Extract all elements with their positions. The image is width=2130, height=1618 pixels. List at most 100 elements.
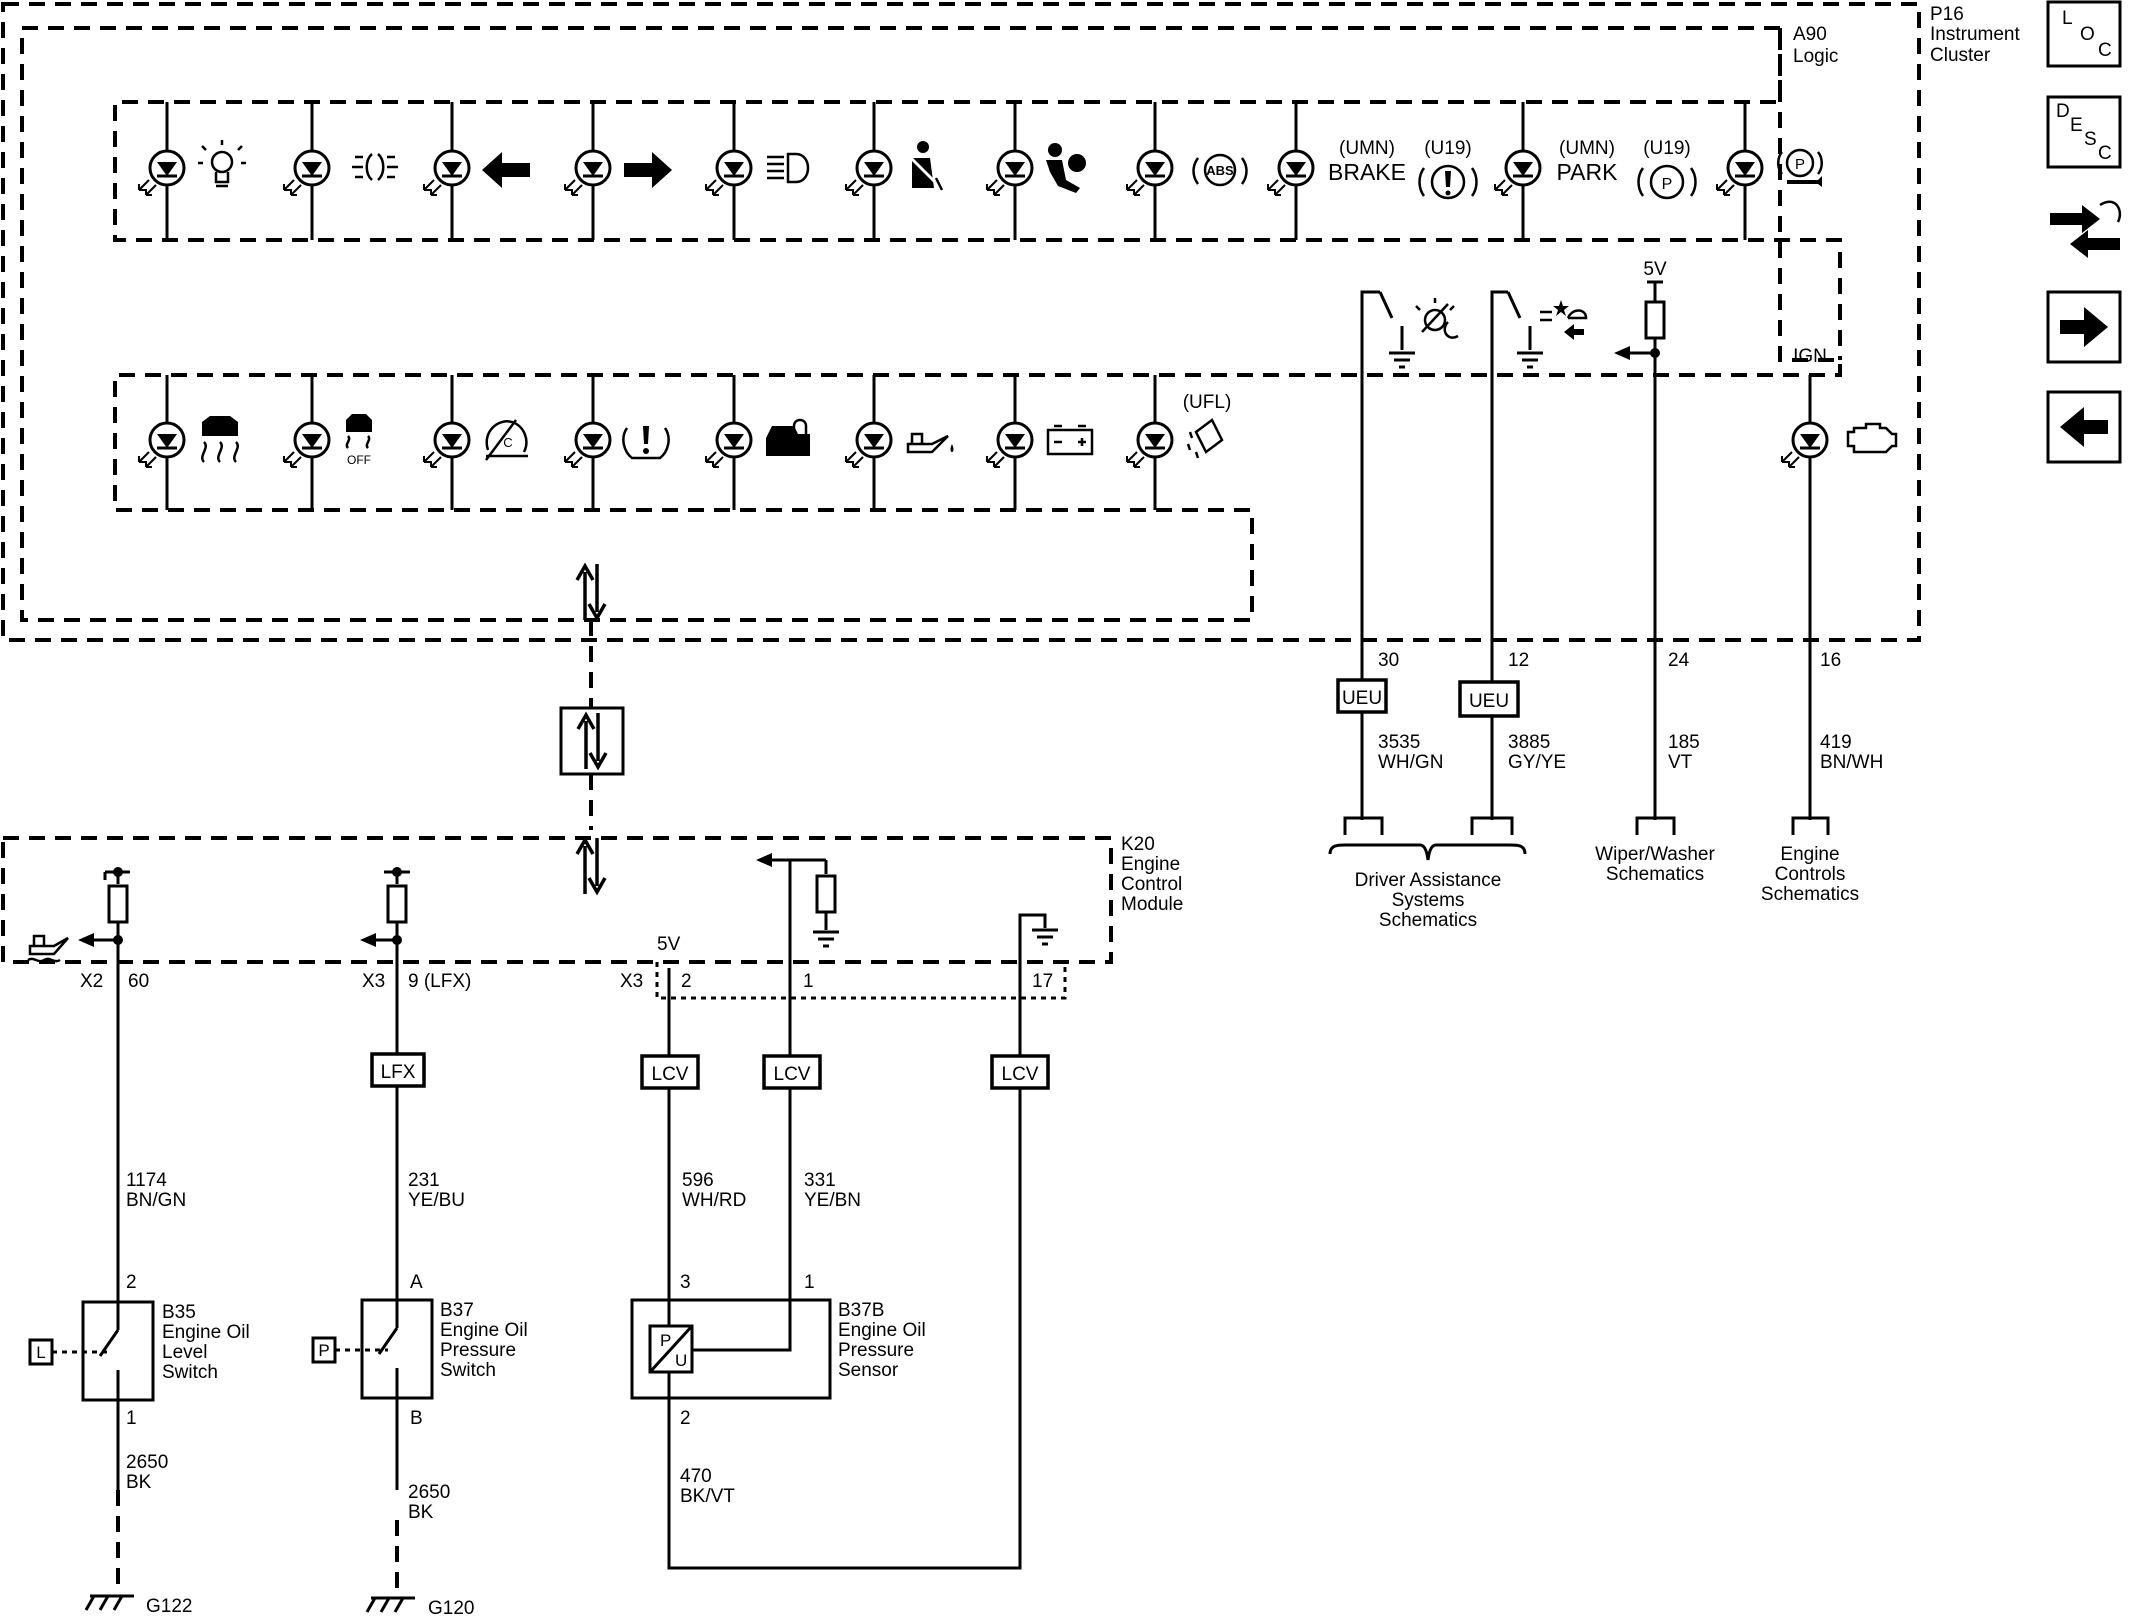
svg-text:ABS: ABS: [1206, 163, 1234, 178]
lane-departure-icon: [1540, 300, 1588, 340]
ecm-pin-1: 1: [803, 971, 814, 992]
ecm-pin-60: 60: [128, 971, 149, 992]
svg-text:G122: G122: [146, 1596, 192, 1617]
wire-231-color: YE/BU: [408, 1190, 465, 1211]
driver-assistance-schematics-link[interactable]: Driver Assistance Systems Schematics: [1355, 870, 1502, 931]
svg-text:LCV: LCV: [1002, 1064, 1039, 1085]
oil-pressure-icon: [906, 432, 954, 454]
svg-text:B: B: [410, 1408, 423, 1429]
ecm-5v-label: 5V: [657, 934, 681, 955]
seat-belt-icon: [909, 141, 944, 191]
wire-1174-number: 1174: [126, 1170, 167, 1191]
wiper-washer-schematics-link[interactable]: Wiper/Washer Schematics: [1595, 844, 1715, 885]
svg-text:VT: VT: [1668, 752, 1693, 773]
svg-text:L: L: [2062, 8, 2073, 29]
brake-icon: (UMN) BRAKE (U19): [1328, 138, 1478, 200]
option-lfx: LFX: [370, 1052, 426, 1088]
svg-text:P: P: [318, 1341, 329, 1360]
abs-icon: ABS: [1192, 153, 1248, 187]
ground-g122: G122: [84, 1594, 192, 1617]
svg-text:C: C: [2098, 40, 2112, 61]
option-lcv-2: LCV: [762, 1054, 822, 1090]
svg-text:U: U: [675, 1351, 687, 1370]
driver-assist-switch-1: [1360, 290, 1459, 640]
b37b-engine-oil-pressure-sensor: 3 1 P U 2 B37B Engine Oil Pressure Senso…: [630, 1272, 926, 1429]
svg-text:L: L: [36, 1343, 45, 1362]
svg-text:OFF: OFF: [347, 453, 371, 467]
svg-text:185: 185: [1668, 732, 1700, 753]
park-lamps-icon: [352, 153, 398, 181]
connector-views-icon[interactable]: [2050, 200, 2122, 258]
wire-331-color: YE/BN: [804, 1190, 861, 1211]
svg-text:P: P: [660, 1331, 671, 1350]
cruise-control-icon: C: [485, 419, 528, 461]
engine-controls-schematics-link[interactable]: Engine Controls Schematics: [1761, 844, 1859, 905]
svg-text:LCV: LCV: [774, 1064, 811, 1085]
serial-data-icon: [559, 706, 625, 776]
previous-page-icon[interactable]: [2046, 390, 2122, 464]
svg-text:D: D: [2056, 101, 2070, 122]
svg-text:C: C: [503, 435, 512, 450]
svg-text:3: 3: [680, 1272, 691, 1293]
svg-text:(UMN): (UMN): [1559, 138, 1615, 159]
wire-596-number: 596: [682, 1170, 714, 1191]
b35-engine-oil-level-switch: 2 L 1 B35 Engine Oil Level Switch: [28, 1272, 250, 1429]
svg-text:419: 419: [1820, 732, 1852, 753]
turn-left-icon: [482, 152, 530, 188]
p16-cluster-outline: [1, 2, 1921, 642]
tire-pressure-icon: [622, 426, 670, 460]
svg-text:P: P: [1662, 176, 1673, 193]
driver-assist-switch-2: [1490, 290, 1588, 640]
svg-text:Wiper/Washer: Wiper/Washer: [1595, 844, 1715, 865]
wire-596-color: WH/RD: [682, 1190, 746, 1211]
svg-text:Driver Assistance: Driver Assistance: [1355, 870, 1502, 891]
svg-text:IGN: IGN: [1793, 346, 1827, 367]
next-page-icon[interactable]: [2046, 290, 2122, 364]
ecm-pin-2: 2: [681, 971, 692, 992]
svg-text:3535: 3535: [1378, 732, 1420, 753]
turn-right-icon: [624, 152, 672, 188]
svg-text:12: 12: [1508, 650, 1529, 671]
ecm-pin-x3-b: X3: [620, 971, 643, 992]
svg-text:30: 30: [1378, 650, 1399, 671]
a90-id: A90: [1793, 24, 1827, 45]
k20-id: K20: [1121, 834, 1155, 855]
svg-text:1: 1: [804, 1272, 815, 1293]
circuit-419: 16 419 BN/WH: [1808, 640, 1883, 820]
wire-2650-a-number: 2650: [126, 1452, 168, 1473]
battery-icon: [1046, 424, 1094, 456]
traction-control-off-icon: OFF: [345, 414, 372, 467]
svg-text:UEU: UEU: [1342, 688, 1382, 709]
wire-2650-b-color: BK: [408, 1502, 434, 1523]
k20-name-line1: Engine: [1121, 854, 1180, 875]
svg-text:Sensor: Sensor: [838, 1360, 899, 1381]
svg-text:S: S: [2084, 129, 2097, 150]
wire-331-number: 331: [804, 1170, 836, 1191]
svg-text:GY/YE: GY/YE: [1508, 752, 1566, 773]
circuit-185: 24 185 VT: [1653, 640, 1700, 820]
ign-feed: IGN: [1780, 346, 1898, 640]
svg-text:16: 16: [1820, 650, 1841, 671]
svg-text:P: P: [1795, 156, 1805, 173]
airbag-icon: [1040, 143, 1086, 193]
p16-name-line1: Instrument: [1930, 24, 2020, 45]
svg-text:E: E: [2070, 115, 2083, 136]
svg-text:24: 24: [1668, 650, 1690, 671]
option-lcv-1: LCV: [640, 1054, 700, 1090]
svg-text:5V: 5V: [1643, 259, 1667, 280]
ecm-pin-x3-a: X3: [362, 971, 385, 992]
ufl-icon: (UFL): [1183, 392, 1231, 459]
high-beam-icon: [767, 152, 810, 184]
wire-2650-b-number: 2650: [408, 1482, 450, 1503]
oil-level-icon: [27, 934, 69, 963]
desc-icon[interactable]: D E S C: [2046, 95, 2122, 169]
svg-text:Switch: Switch: [162, 1362, 218, 1383]
svg-text:PARK: PARK: [1557, 159, 1619, 185]
svg-text:Schematics: Schematics: [1379, 910, 1477, 931]
loc-icon[interactable]: L O C: [2046, 0, 2122, 68]
k20-name-line2: Control: [1121, 874, 1182, 895]
electric-park-brake-service-icon: P: [1777, 148, 1823, 187]
svg-text:A: A: [410, 1272, 423, 1293]
lighting-auto-icon: [1415, 298, 1459, 339]
svg-text:Engine Oil: Engine Oil: [440, 1320, 528, 1341]
